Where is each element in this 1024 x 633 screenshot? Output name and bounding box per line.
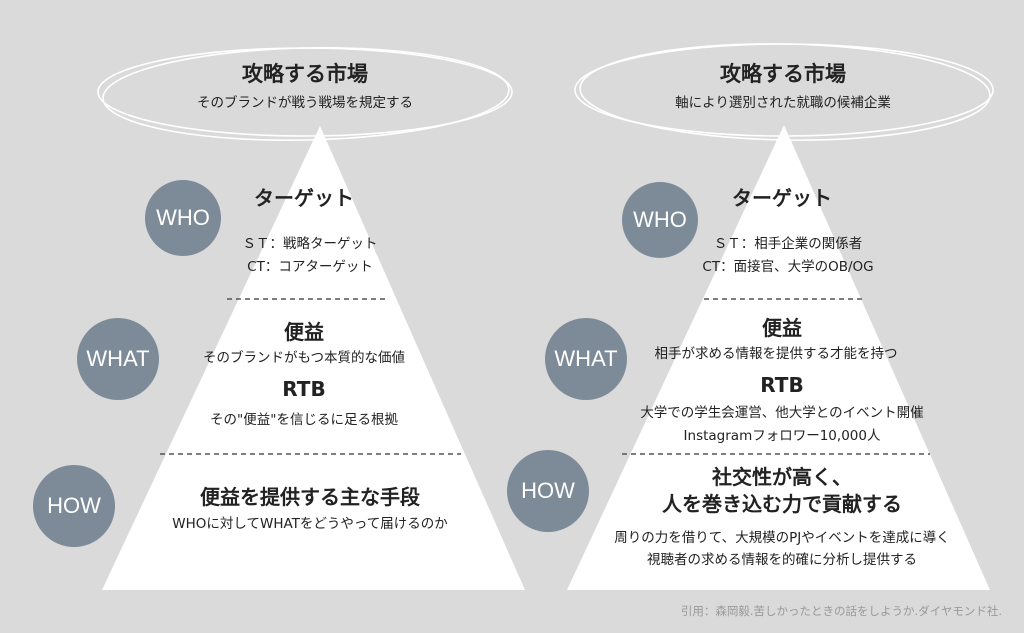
left-who-circle: WHO [145,180,221,256]
left-target-st: ＳＴ：戦略ターゲット [242,236,378,252]
right-what-circle: WHAT [545,318,627,400]
right-how-title-2: 人を巻き込む力で貢献する [662,492,902,516]
left-what-circle: WHAT [77,318,159,400]
right-what-label: WHAT [554,346,618,371]
right-target-ct: CT：面接官、大学のOB/OG [702,259,874,275]
left-how-label: HOW [47,493,101,518]
left-rtb-desc: その"便益"を信じるに足る根拠 [210,412,398,428]
right-pyramid [567,125,990,590]
right-rtb-desc-2: Instagramフォロワー10,000人 [683,428,881,444]
left-how-title: 便益を提供する主な手段 [200,485,420,509]
left-benefit-desc: そのブランドがもつ本質的な価値 [203,350,405,366]
left-rtb-title: RTB [282,377,326,401]
left-market-ellipse [97,47,513,141]
right-rtb-title: RTB [760,373,804,397]
right-rtb-desc-1: 大学での学生会運営、他大学とのイベント開催 [640,405,924,421]
source-credit: 引用：森岡毅.苦しかったときの話をしようか.ダイヤモンド社. [680,604,1002,618]
right-market-subtitle: 軸により選別された就職の候補企業 [675,95,891,111]
left-benefit-title: 便益 [284,320,324,344]
right-who-circle: WHO [622,182,698,258]
right-benefit-title: 便益 [762,316,802,340]
left-target-title: ターゲット [254,186,354,210]
left-how-desc: WHOに対してWHATをどうやって届けるのか [172,516,448,532]
left-how-circle: HOW [33,465,115,547]
left-market-subtitle: そのブランドが戦う戦場を規定する [197,95,413,111]
right-benefit-desc: 相手が求める情報を提供する才能を持つ [654,346,898,362]
right-market-title: 攻略する市場 [720,62,846,86]
left-target-ct: CT：コアターゲット [247,259,373,275]
right-how-circle: HOW [507,450,589,532]
left-what-label: WHAT [86,346,150,371]
left-pyramid [102,126,525,590]
right-how-desc-2: 視聴者の求める情報を的確に分析し提供する [647,552,917,568]
left-who-label: WHO [156,205,210,230]
right-how-label: HOW [521,478,575,503]
right-how-desc-1: 周りの力を借りて、大規模のPJやイベントを達成に導く [614,530,950,546]
left-market-title: 攻略する市場 [242,62,368,86]
right-target-st: ＳＴ：相手企業の関係者 [713,236,863,252]
right-who-label: WHO [633,207,687,232]
right-how-title-1: 社交性が高く、 [712,465,852,489]
right-target-title: ターゲット [732,186,832,210]
